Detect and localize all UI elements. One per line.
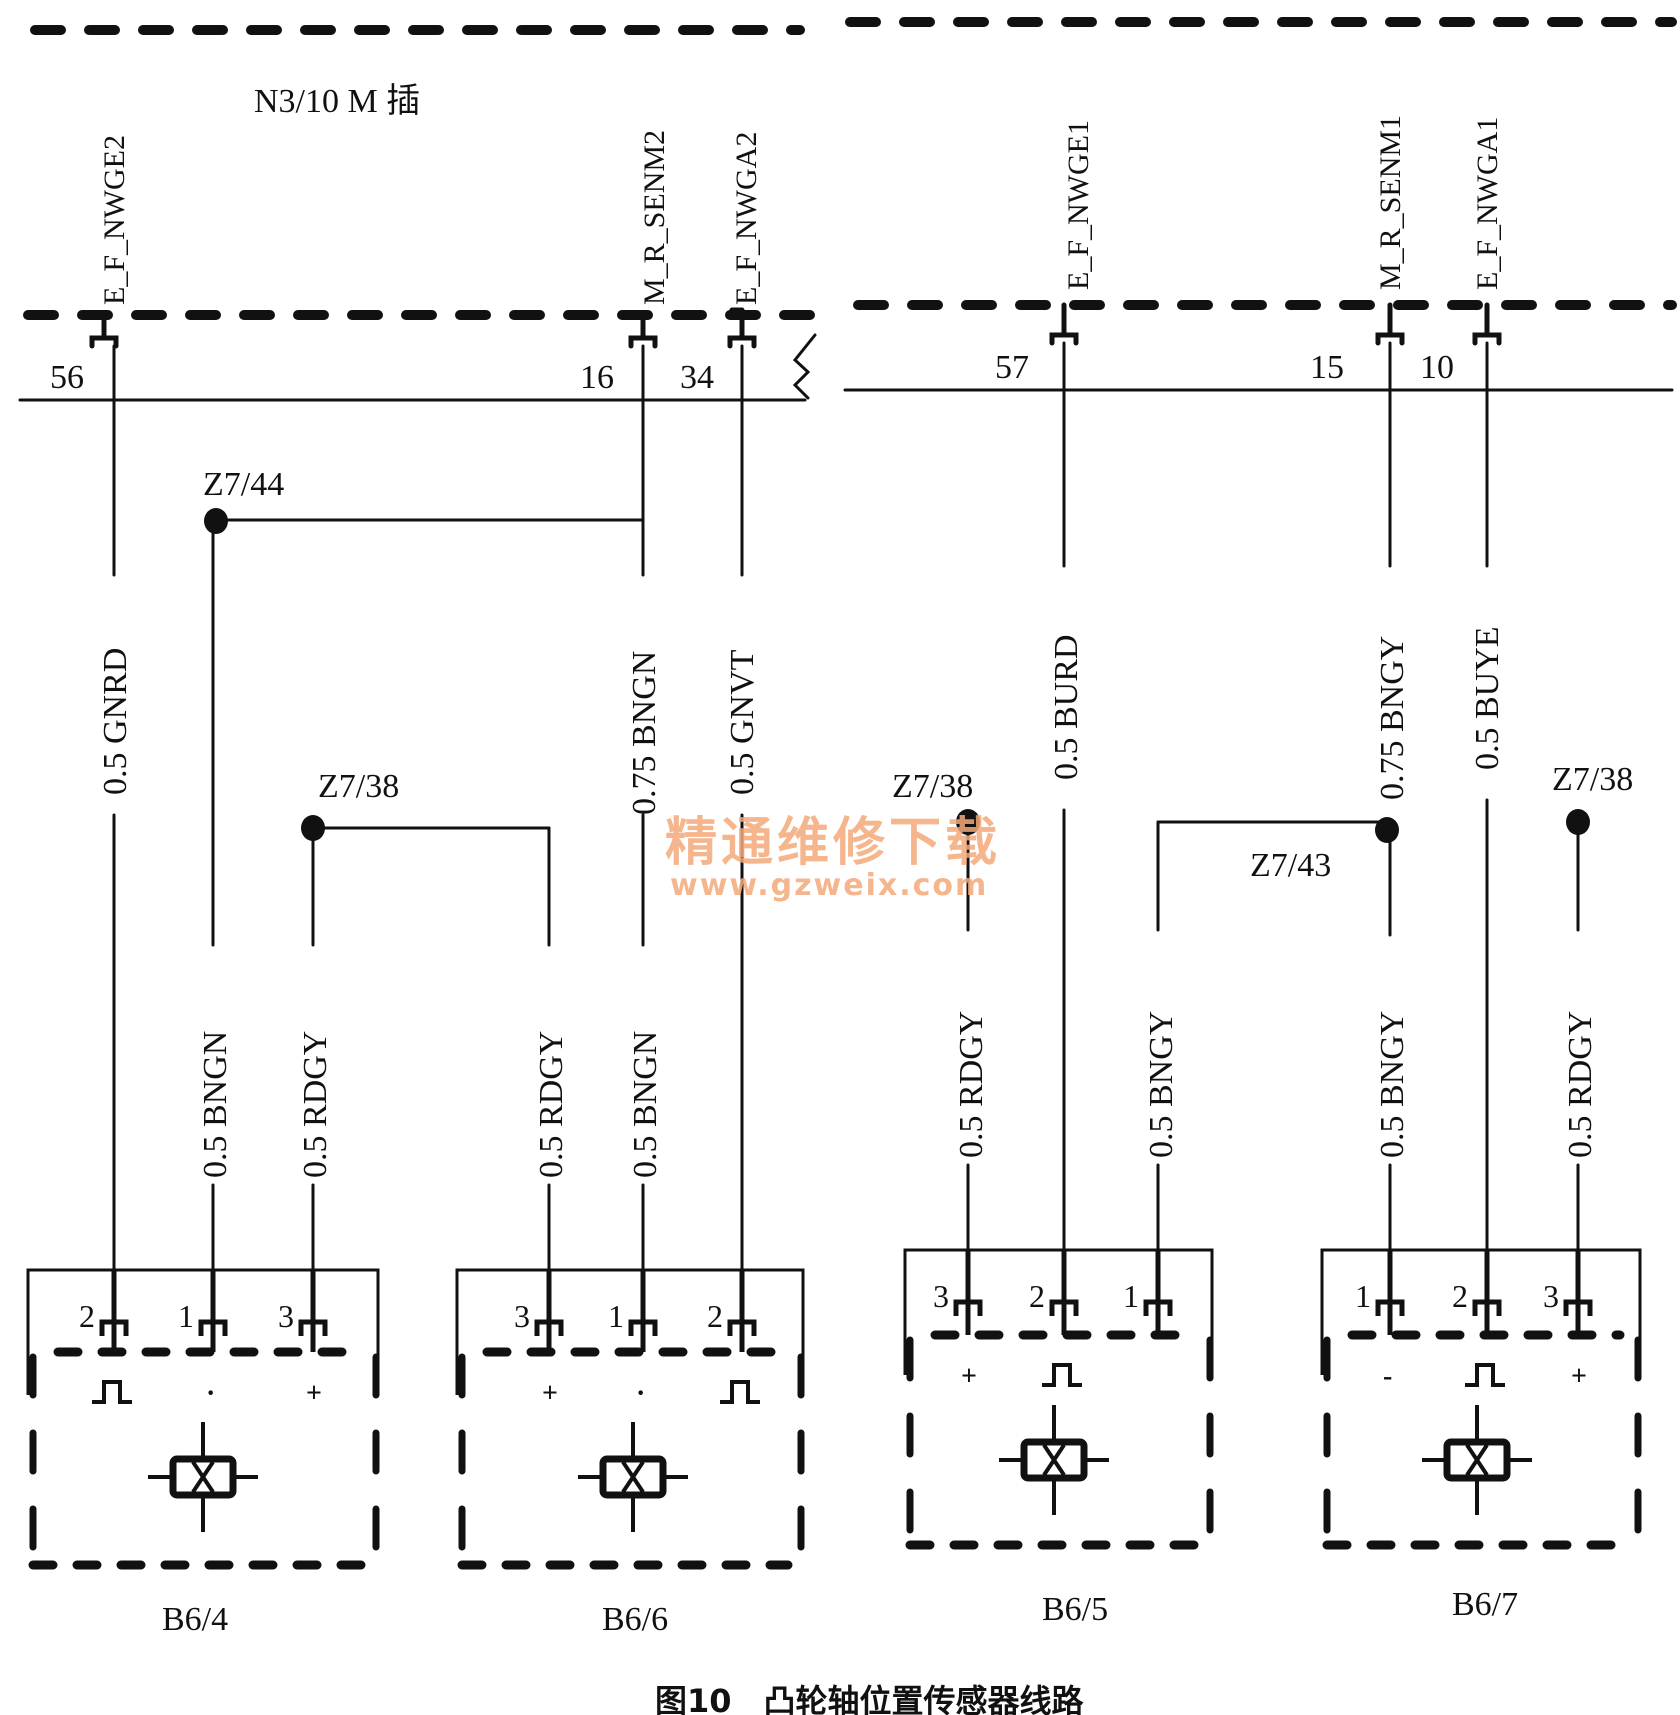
wire-label: 0.5 BNGN <box>197 1031 234 1178</box>
watermark-url: www.gzweix.com <box>670 868 988 903</box>
pin-terminal <box>198 1270 228 1352</box>
connector-housing <box>1320 1248 1642 1375</box>
pin-number: 1 <box>1123 1278 1139 1314</box>
wire-label: 0.5 BURD <box>1048 635 1085 780</box>
pin-terminal <box>1472 1250 1502 1335</box>
wire-label: 0.75 BNGY <box>1374 636 1411 800</box>
connector-housing <box>26 1268 380 1395</box>
module-label: N3/10 M 插 <box>254 82 420 120</box>
pin-terminal <box>1143 1250 1173 1335</box>
pin-number: 1 <box>178 1298 194 1334</box>
wire-label: 0.5 GNRD <box>97 648 134 795</box>
ground-dot-icon: · <box>206 1378 215 1409</box>
signal-label: E_F_NWGE1 <box>1062 120 1095 290</box>
splice-label: Z7/38 <box>318 768 399 805</box>
pin-number: 57 <box>995 349 1029 386</box>
pin-number: 2 <box>79 1298 95 1334</box>
sensor-feed-wires <box>211 1163 1580 1307</box>
hall-sensor-x-icon <box>1042 1443 1066 1477</box>
splice-dot-z7-38-c <box>1566 809 1590 835</box>
pin-number: 3 <box>933 1278 949 1314</box>
splice-dot-z7-44 <box>204 508 228 534</box>
watermark-cn: 精通维修下载 <box>665 813 1001 873</box>
pin-number: 1 <box>1355 1278 1371 1314</box>
hall-sensor-x-icon <box>621 1460 645 1494</box>
pin-number: 2 <box>1029 1278 1045 1314</box>
pin-number: 16 <box>580 359 614 396</box>
pin-terminal <box>628 1270 658 1352</box>
splice-dot-z7-38-b <box>956 809 980 835</box>
wire-label: 0.5 RDGY <box>297 1031 334 1178</box>
splice-label: Z7/44 <box>203 466 284 503</box>
figure-caption: 图10 凸轮轴位置传感器线路 <box>655 1682 1085 1715</box>
pin-number: 3 <box>1543 1278 1559 1314</box>
sensor-b6-7: 1 - 2 3 + B6/7 <box>1320 1248 1642 1623</box>
pulse-signal-icon <box>1042 1363 1082 1387</box>
pin-number: 1 <box>608 1298 624 1334</box>
pin-number: 3 <box>278 1298 294 1334</box>
wire-label: 0.5 RDGY <box>533 1031 570 1178</box>
break-symbol <box>792 333 817 400</box>
pin-terminal <box>1375 1250 1405 1335</box>
hall-sensor-x-icon <box>1465 1443 1489 1477</box>
pin-number: 34 <box>680 359 714 396</box>
wire-label: 0.5 BNGN <box>627 1031 664 1178</box>
pin-number: 2 <box>1452 1278 1468 1314</box>
signal-label: E_F_NWGE2 <box>98 135 131 305</box>
pin-number: 3 <box>514 1298 530 1334</box>
wire-label: 0.5 RDGY <box>1562 1011 1599 1158</box>
splice-dots <box>204 508 1590 843</box>
plus-icon: + <box>542 1378 558 1409</box>
pin-terminal <box>1563 1250 1593 1335</box>
pin-terminal <box>298 1270 328 1352</box>
sensor-b6-5: 3 +2 1B6/5 <box>903 1248 1214 1628</box>
pulse-signal-icon <box>92 1380 132 1404</box>
pin-terminal <box>534 1270 564 1352</box>
wire-label: 0.5 GNVT <box>724 649 761 795</box>
upper-wires <box>112 341 1489 577</box>
pin-terminal <box>953 1250 983 1335</box>
pin-number: 10 <box>1420 349 1454 386</box>
pin-terminal <box>99 1270 129 1352</box>
sensor-label: B6/6 <box>602 1601 668 1638</box>
splice-label: Z7/43 <box>1250 847 1331 884</box>
plus-icon: + <box>306 1378 322 1409</box>
pin-number: 2 <box>707 1298 723 1334</box>
splice-label: Z7/38 <box>892 768 973 805</box>
splice-dot-z7-43 <box>1375 817 1399 843</box>
pin-number: 15 <box>1310 349 1344 386</box>
ground-dot-icon: - <box>1383 1361 1392 1392</box>
wire-label: 0.5 BUYE <box>1469 626 1506 770</box>
plus-icon: + <box>961 1361 977 1392</box>
pulse-signal-icon <box>720 1380 760 1404</box>
pulse-signal-icon <box>1465 1363 1505 1387</box>
pin-terminal <box>727 1270 757 1352</box>
wire-label: 0.5 BNGY <box>1374 1011 1411 1158</box>
wire-label: 0.75 BNGN <box>626 651 663 815</box>
signal-label: M_R_SENM1 <box>1374 115 1407 290</box>
sensor-label: B6/5 <box>1042 1591 1108 1628</box>
lower-wires <box>112 798 1489 1307</box>
wire-label: 0.5 RDGY <box>953 1011 990 1158</box>
ground-dot-icon: · <box>636 1378 645 1409</box>
sensor-b6-6: 3 +1 · 2B6/6 <box>455 1268 805 1638</box>
sensor-label: B6/7 <box>1452 1586 1518 1623</box>
connector-housing <box>455 1268 805 1395</box>
splice-label: Z7/38 <box>1552 761 1633 798</box>
sensor-b6-4: 2 1 · 3 + B6/4 <box>26 1268 380 1638</box>
splice-dot-z7-38-a <box>301 815 325 841</box>
signal-label: M_R_SENM2 <box>638 130 671 305</box>
wire-label: 0.5 BNGY <box>1143 1011 1180 1158</box>
pin-number: 56 <box>50 359 84 396</box>
signal-label: E_F_NWGA2 <box>730 132 763 305</box>
plus-icon: + <box>1571 1361 1587 1392</box>
module-pin-terminals <box>89 302 1502 349</box>
sensor-label: B6/4 <box>162 1601 228 1638</box>
sensors: 2 1 · 3 + B6/4 3 +1 · 2B6/6 3 +2 1B6/5 1 - 2 3 + B6/7 <box>26 1248 1642 1638</box>
signal-label: E_F_NWGA1 <box>1471 117 1504 290</box>
connector-housing <box>903 1248 1214 1375</box>
pin-terminal <box>1049 1250 1079 1335</box>
hall-sensor-x-icon <box>191 1460 215 1494</box>
